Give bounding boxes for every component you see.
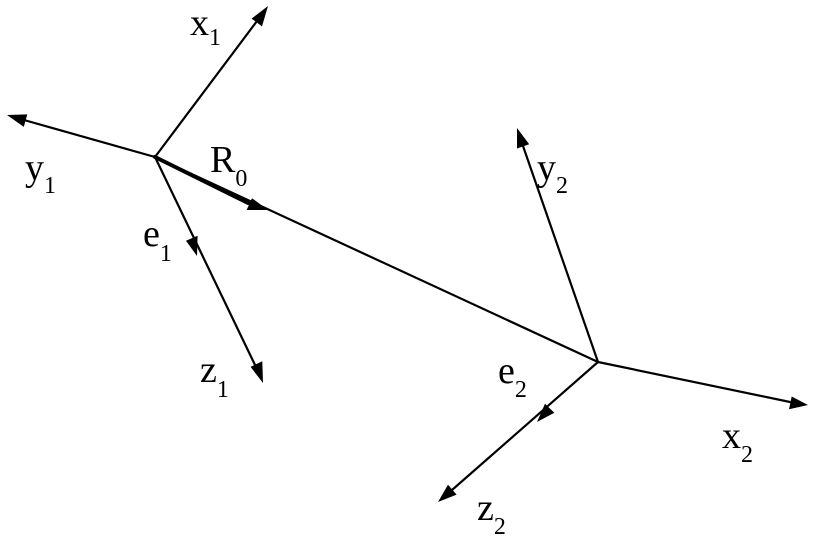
x1-axis-arrowhead (251, 6, 268, 27)
y1-axis-line (22, 118, 157, 159)
z1-axis-arrowhead (250, 361, 263, 383)
x1-label: x1 (190, 2, 221, 51)
z1-label: z1 (200, 349, 229, 403)
e2-vector-arrowhead (537, 403, 555, 422)
x2-axis-arrowhead (789, 396, 808, 410)
z1-axis-line (153, 155, 258, 369)
z2-label: z2 (477, 487, 506, 540)
y2-label: y2 (537, 147, 568, 199)
y2-axis-line (521, 144, 600, 364)
z2-axis-arrowhead (438, 484, 457, 502)
e1-vector-arrowhead (186, 235, 198, 256)
y1-axis-arrowhead (7, 114, 28, 127)
separation-line (153, 155, 600, 364)
x2-axis-line (596, 360, 792, 404)
e1-label: e1 (143, 213, 172, 267)
y1-label: y1 (25, 147, 56, 199)
frame-2 (438, 128, 808, 502)
z2-axis-line (450, 360, 600, 492)
e2-label: e2 (498, 350, 527, 403)
x2-label: x2 (722, 415, 753, 468)
x1-axis-line (153, 19, 259, 159)
r0-label: R0 (210, 139, 247, 192)
y2-axis-arrowhead (517, 128, 530, 149)
